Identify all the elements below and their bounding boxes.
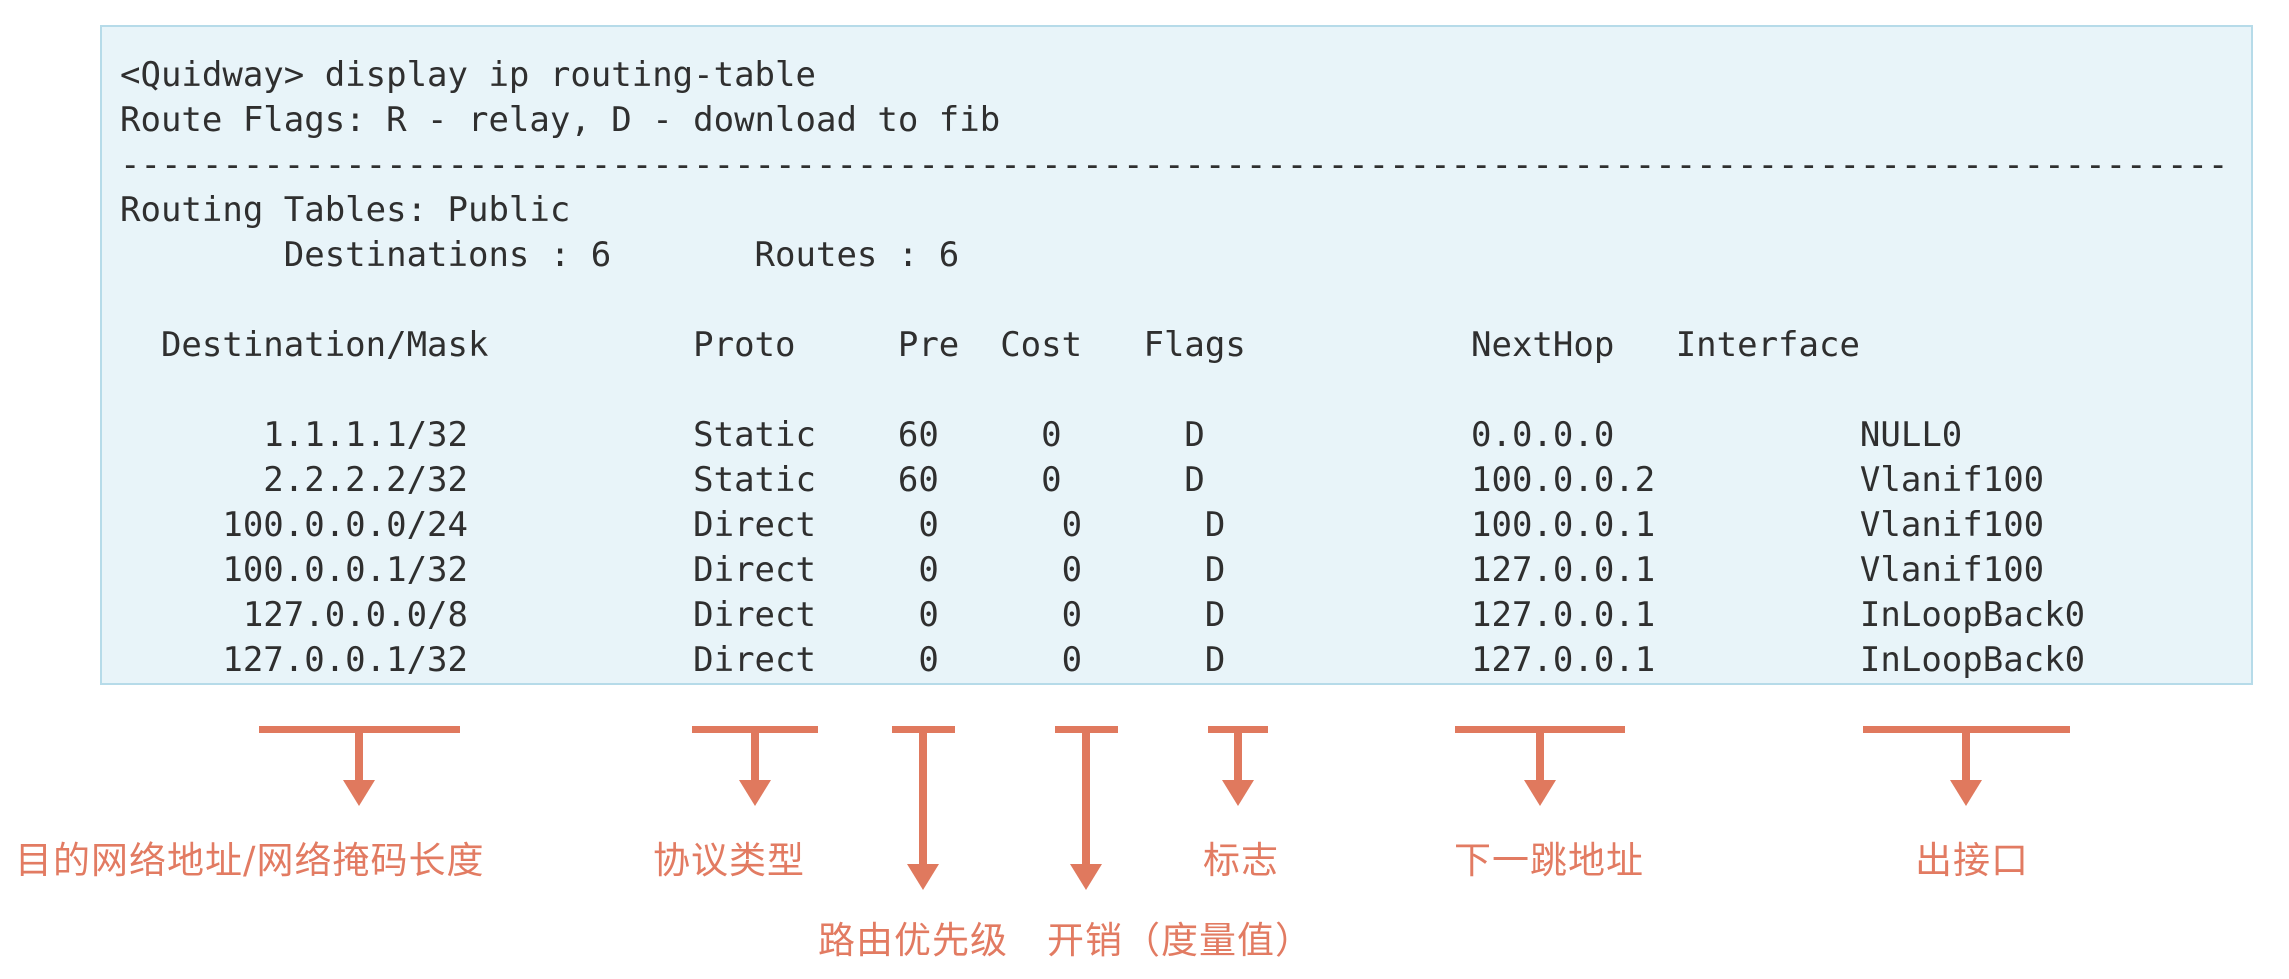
terminal-text: <Quidway> display ip routing-table Route… bbox=[120, 55, 2229, 680]
pointer-stem bbox=[1962, 726, 1970, 782]
annotation-label-flags: 标志 bbox=[1203, 839, 1279, 882]
annotation-label-nexthop: 下一跳地址 bbox=[1454, 839, 1644, 882]
down-arrow-icon bbox=[343, 780, 375, 806]
pointer-stem bbox=[751, 726, 759, 782]
down-arrow-icon bbox=[1524, 780, 1556, 806]
annotation-label-interface: 出接口 bbox=[1915, 839, 2029, 882]
pointer-stem bbox=[1082, 726, 1090, 866]
down-arrow-icon bbox=[907, 864, 939, 890]
annotation-label-cost: 开销（度量值） bbox=[1047, 919, 1313, 962]
annotation-label-destination-mask: 目的网络地址/网络掩码长度 bbox=[15, 839, 485, 882]
down-arrow-icon bbox=[1950, 780, 1982, 806]
pointer-stem bbox=[919, 726, 927, 866]
down-arrow-icon bbox=[1070, 864, 1102, 890]
down-arrow-icon bbox=[739, 780, 771, 806]
terminal-output-panel: <Quidway> display ip routing-table Route… bbox=[100, 25, 2253, 685]
annotation-label-pre: 路由优先级 bbox=[818, 919, 1008, 962]
annotation-label-proto: 协议类型 bbox=[653, 839, 805, 882]
pointer-stem bbox=[1536, 726, 1544, 782]
pointer-stem bbox=[355, 726, 363, 782]
down-arrow-icon bbox=[1222, 780, 1254, 806]
pointer-stem bbox=[1234, 726, 1242, 782]
